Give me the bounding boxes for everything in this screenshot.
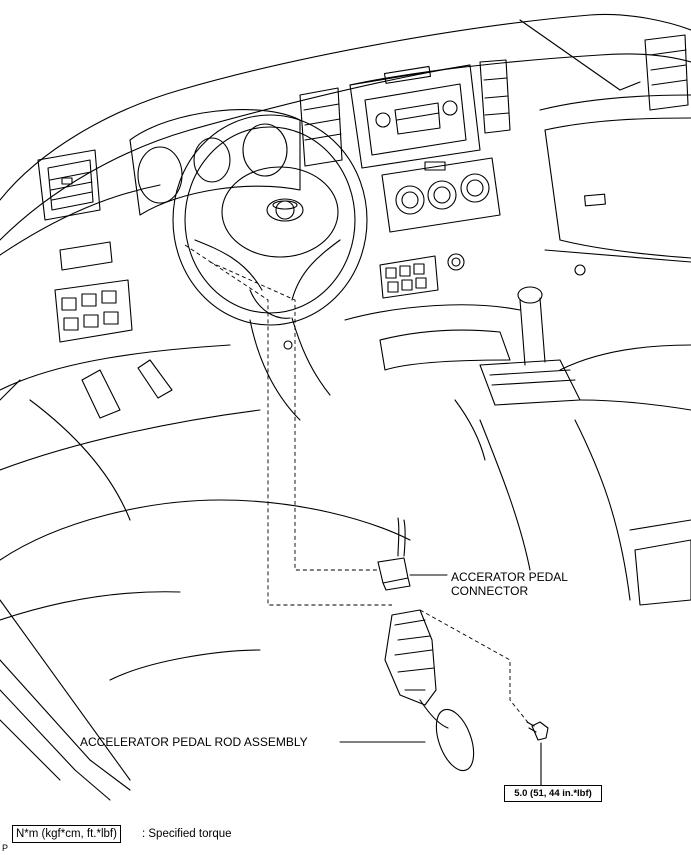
footwell xyxy=(0,344,411,681)
pedal-icon xyxy=(384,609,475,772)
label-connector-line1: ACCERATOR PEDAL xyxy=(451,570,568,584)
glove-box xyxy=(544,193,691,276)
leader-lines xyxy=(339,574,542,786)
legend-unit-box: N*m (kgf*cm, ft.*lbf) xyxy=(12,825,121,843)
toyota-logo-icon xyxy=(266,198,304,222)
left-air-vent xyxy=(37,149,101,221)
door-sill xyxy=(0,599,131,801)
center-vents xyxy=(299,59,511,167)
dashboard-outline xyxy=(0,13,691,259)
steering-column xyxy=(249,317,331,421)
center-console xyxy=(344,286,691,606)
climate-controls xyxy=(381,157,501,233)
torque-value-box: 5.0 (51, 44 in.*lbf) xyxy=(504,785,602,802)
switch-panels xyxy=(379,253,465,299)
right-air-vent xyxy=(644,34,689,111)
left-switch-cluster xyxy=(54,241,133,343)
steering-wheel-icon xyxy=(172,114,368,326)
label-connector-line2: CONNECTOR xyxy=(451,584,529,598)
label-connector: ACCERATOR PEDAL CONNECTOR xyxy=(451,570,568,598)
legend-description: : Specified torque xyxy=(142,828,232,840)
instrument-cluster xyxy=(129,109,301,216)
label-rod-assembly: ACCELERATOR PEDAL ROD ASSEMBLY xyxy=(80,735,308,749)
audio-unit xyxy=(349,64,481,169)
dashed-guide-lines xyxy=(184,244,531,726)
bolt-icon xyxy=(526,721,549,741)
connector-icon xyxy=(377,517,411,591)
page-code: P xyxy=(2,843,9,853)
